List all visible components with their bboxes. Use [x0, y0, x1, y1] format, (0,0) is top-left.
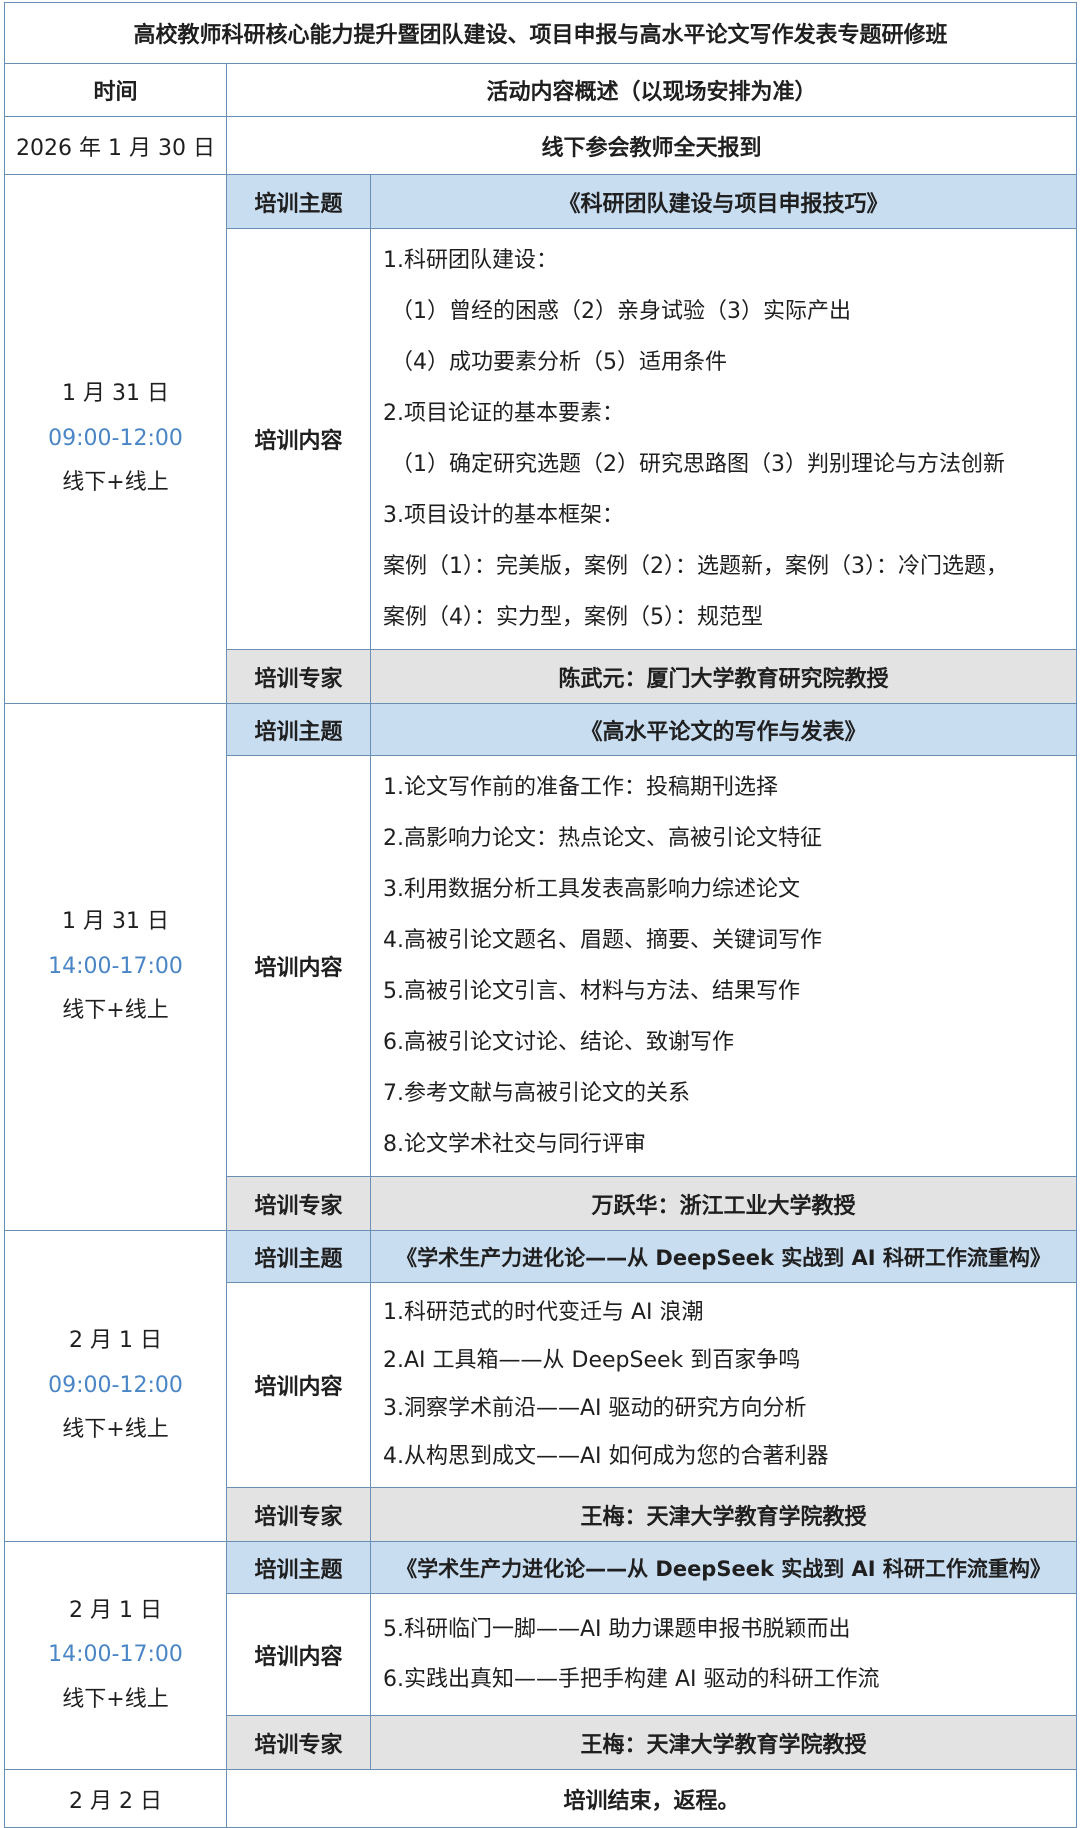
session-time: 14:00-17:00	[48, 1642, 183, 1668]
session-mode: 线下+线上	[62, 998, 169, 1024]
content-item: 3.利用数据分析工具发表高影响力综述论文	[383, 877, 800, 902]
session-content: 5.科研临门一脚——AI 助力课题申报书脱颖而出 6.实践出真知——手把手构建 …	[370, 1593, 1077, 1716]
session-mode: 线下+线上	[62, 470, 169, 496]
content-item: （1）曾经的困惑（2）亲身试验（3）实际产出	[391, 299, 851, 324]
topic-label: 培训主题	[226, 1230, 371, 1283]
content-label: 培训内容	[226, 1593, 371, 1716]
expert-label: 培训专家	[226, 649, 371, 704]
session-content: 1.科研团队建设： （1）曾经的困惑（2）亲身试验（3）实际产出 （4）成功要素…	[370, 228, 1077, 650]
session-3-topic-row: 2 月 1 日 09:00-12:00 线下+线上 培训主题 《学术生产力进化论…	[4, 1230, 1077, 1542]
closing-text: 培训结束，返程。	[226, 1769, 1077, 1828]
session-mode: 线下+线上	[62, 1417, 169, 1443]
registration-date: 2026 年 1 月 30 日	[4, 116, 227, 175]
closing-row: 2 月 2 日 培训结束，返程。	[4, 1769, 1077, 1828]
session-4-time-cell: 2 月 1 日 14:00-17:00 线下+线上	[4, 1541, 227, 1770]
session-topic: 《科研团队建设与项目申报技巧》	[370, 174, 1077, 229]
session-4-expert-row: 培训专家 王梅：天津大学教育学院教授	[5, 1715, 1077, 1770]
session-topic: 《学术生产力进化论——从 DeepSeek 实战到 AI 科研工作流重构》	[370, 1230, 1077, 1283]
expert-label: 培训专家	[226, 1487, 371, 1542]
topic-label: 培训主题	[226, 703, 371, 756]
content-item: 8.论文学术社交与同行评审	[383, 1132, 646, 1157]
content-item: 2.项目论证的基本要素：	[383, 401, 624, 426]
content-item: （1）确定研究选题（2）研究思路图（3）判别理论与方法创新	[391, 452, 1005, 477]
session-1-content-row: 培训内容 1.科研团队建设： （1）曾经的困惑（2）亲身试验（3）实际产出 （4…	[5, 228, 1077, 650]
title-row: 高校教师科研核心能力提升暨团队建设、项目申报与高水平论文写作发表专题研修班	[4, 2, 1077, 64]
session-time: 14:00-17:00	[48, 953, 183, 979]
content-label: 培训内容	[226, 1282, 371, 1488]
content-item: 5.高被引论文引言、材料与方法、结果写作	[383, 979, 800, 1004]
content-item: 4.高被引论文题名、眉题、摘要、关键词写作	[383, 928, 822, 953]
session-topic: 《学术生产力进化论——从 DeepSeek 实战到 AI 科研工作流重构》	[370, 1541, 1077, 1594]
session-time: 09:00-12:00	[48, 1372, 183, 1398]
expert-label: 培训专家	[226, 1715, 371, 1770]
content-item: 6.实践出真知——手把手构建 AI 驱动的科研工作流	[383, 1666, 880, 1692]
session-expert: 万跃华：浙江工业大学教授	[370, 1176, 1077, 1231]
registration-text: 线下参会教师全天报到	[226, 116, 1077, 175]
content-item: 3.项目设计的基本框架：	[383, 503, 624, 528]
content-item: 案例（1）：完美版，案例（2）：选题新，案例（3）：冷门选题，	[383, 554, 1008, 579]
closing-date: 2 月 2 日	[4, 1769, 227, 1828]
page-title: 高校教师科研核心能力提升暨团队建设、项目申报与高水平论文写作发表专题研修班	[4, 2, 1077, 64]
session-expert: 王梅：天津大学教育学院教授	[370, 1487, 1077, 1542]
session-date: 2 月 1 日	[69, 1328, 162, 1354]
session-date: 2 月 1 日	[69, 1597, 162, 1623]
content-label: 培训内容	[226, 228, 371, 650]
session-2-time-cell: 1 月 31 日 14:00-17:00 线下+线上	[4, 703, 227, 1231]
content-label: 培训内容	[226, 755, 371, 1177]
session-time: 09:00-12:00	[48, 425, 183, 451]
content-item: 案例（4）：实力型，案例（5）：规范型	[383, 605, 763, 630]
session-1-time-cell: 1 月 31 日 09:00-12:00 线下+线上	[4, 174, 227, 704]
session-date: 1 月 31 日	[62, 381, 169, 407]
session-expert: 王梅：天津大学教育学院教授	[370, 1715, 1077, 1770]
content-item: 7.参考文献与高被引论文的关系	[383, 1081, 690, 1106]
registration-row: 2026 年 1 月 30 日 线下参会教师全天报到	[4, 116, 1077, 175]
session-content: 1.科研范式的时代变迁与 AI 浪潮 2.AI 工具箱——从 DeepSeek …	[370, 1282, 1077, 1488]
content-item: 2.高影响力论文：热点论文、高被引论文特征	[383, 826, 822, 851]
session-topic: 《高水平论文的写作与发表》	[370, 703, 1077, 756]
expert-label: 培训专家	[226, 1176, 371, 1231]
header-row: 时间 活动内容概述（以现场安排为准）	[4, 63, 1077, 117]
session-1-expert-row: 培训专家 陈武元：厦门大学教育研究院教授	[5, 649, 1077, 704]
session-expert: 陈武元：厦门大学教育研究院教授	[370, 649, 1077, 704]
session-3-expert-row: 培训专家 王梅：天津大学教育学院教授	[5, 1487, 1077, 1542]
session-1-topic-row: 1 月 31 日 09:00-12:00 线下+线上 培训主题 《科研团队建设与…	[4, 174, 1077, 704]
content-item: 1.科研团队建设：	[383, 248, 558, 273]
session-2-topic-row: 1 月 31 日 14:00-17:00 线下+线上 培训主题 《高水平论文的写…	[4, 703, 1077, 1231]
header-time: 时间	[4, 63, 227, 117]
session-3-time-cell: 2 月 1 日 09:00-12:00 线下+线上	[4, 1230, 227, 1542]
topic-label: 培训主题	[226, 1541, 371, 1594]
session-content: 1.论文写作前的准备工作：投稿期刊选择 2.高影响力论文：热点论文、高被引论文特…	[370, 755, 1077, 1177]
session-4-content-row: 培训内容 5.科研临门一脚——AI 助力课题申报书脱颖而出 6.实践出真知——手…	[5, 1593, 1077, 1716]
content-item: 5.科研临门一脚——AI 助力课题申报书脱颖而出	[383, 1616, 851, 1642]
session-4-topic-row: 2 月 1 日 14:00-17:00 线下+线上 培训主题 《学术生产力进化论…	[4, 1541, 1077, 1770]
session-2-expert-row: 培训专家 万跃华：浙江工业大学教授	[5, 1176, 1077, 1231]
session-mode: 线下+线上	[62, 1686, 169, 1712]
content-item: 1.论文写作前的准备工作：投稿期刊选择	[383, 775, 778, 800]
session-3-content-row: 培训内容 1.科研范式的时代变迁与 AI 浪潮 2.AI 工具箱——从 Deep…	[5, 1282, 1077, 1488]
content-item: 4.从构思到成文——AI 如何成为您的合著利器	[383, 1444, 829, 1469]
session-2-content-row: 培训内容 1.论文写作前的准备工作：投稿期刊选择 2.高影响力论文：热点论文、高…	[5, 755, 1077, 1177]
content-item: 1.科研范式的时代变迁与 AI 浪潮	[383, 1300, 704, 1325]
header-content: 活动内容概述（以现场安排为准）	[226, 63, 1077, 117]
content-item: 6.高被引论文讨论、结论、致谢写作	[383, 1030, 734, 1055]
schedule-table: 高校教师科研核心能力提升暨团队建设、项目申报与高水平论文写作发表专题研修班 时间…	[4, 2, 1077, 1828]
content-item: （4）成功要素分析（5）适用条件	[391, 350, 727, 375]
topic-label: 培训主题	[226, 174, 371, 229]
content-item: 2.AI 工具箱——从 DeepSeek 到百家争鸣	[383, 1348, 801, 1373]
session-date: 1 月 31 日	[62, 909, 169, 935]
content-item: 3.洞察学术前沿——AI 驱动的研究方向分析	[383, 1396, 807, 1421]
